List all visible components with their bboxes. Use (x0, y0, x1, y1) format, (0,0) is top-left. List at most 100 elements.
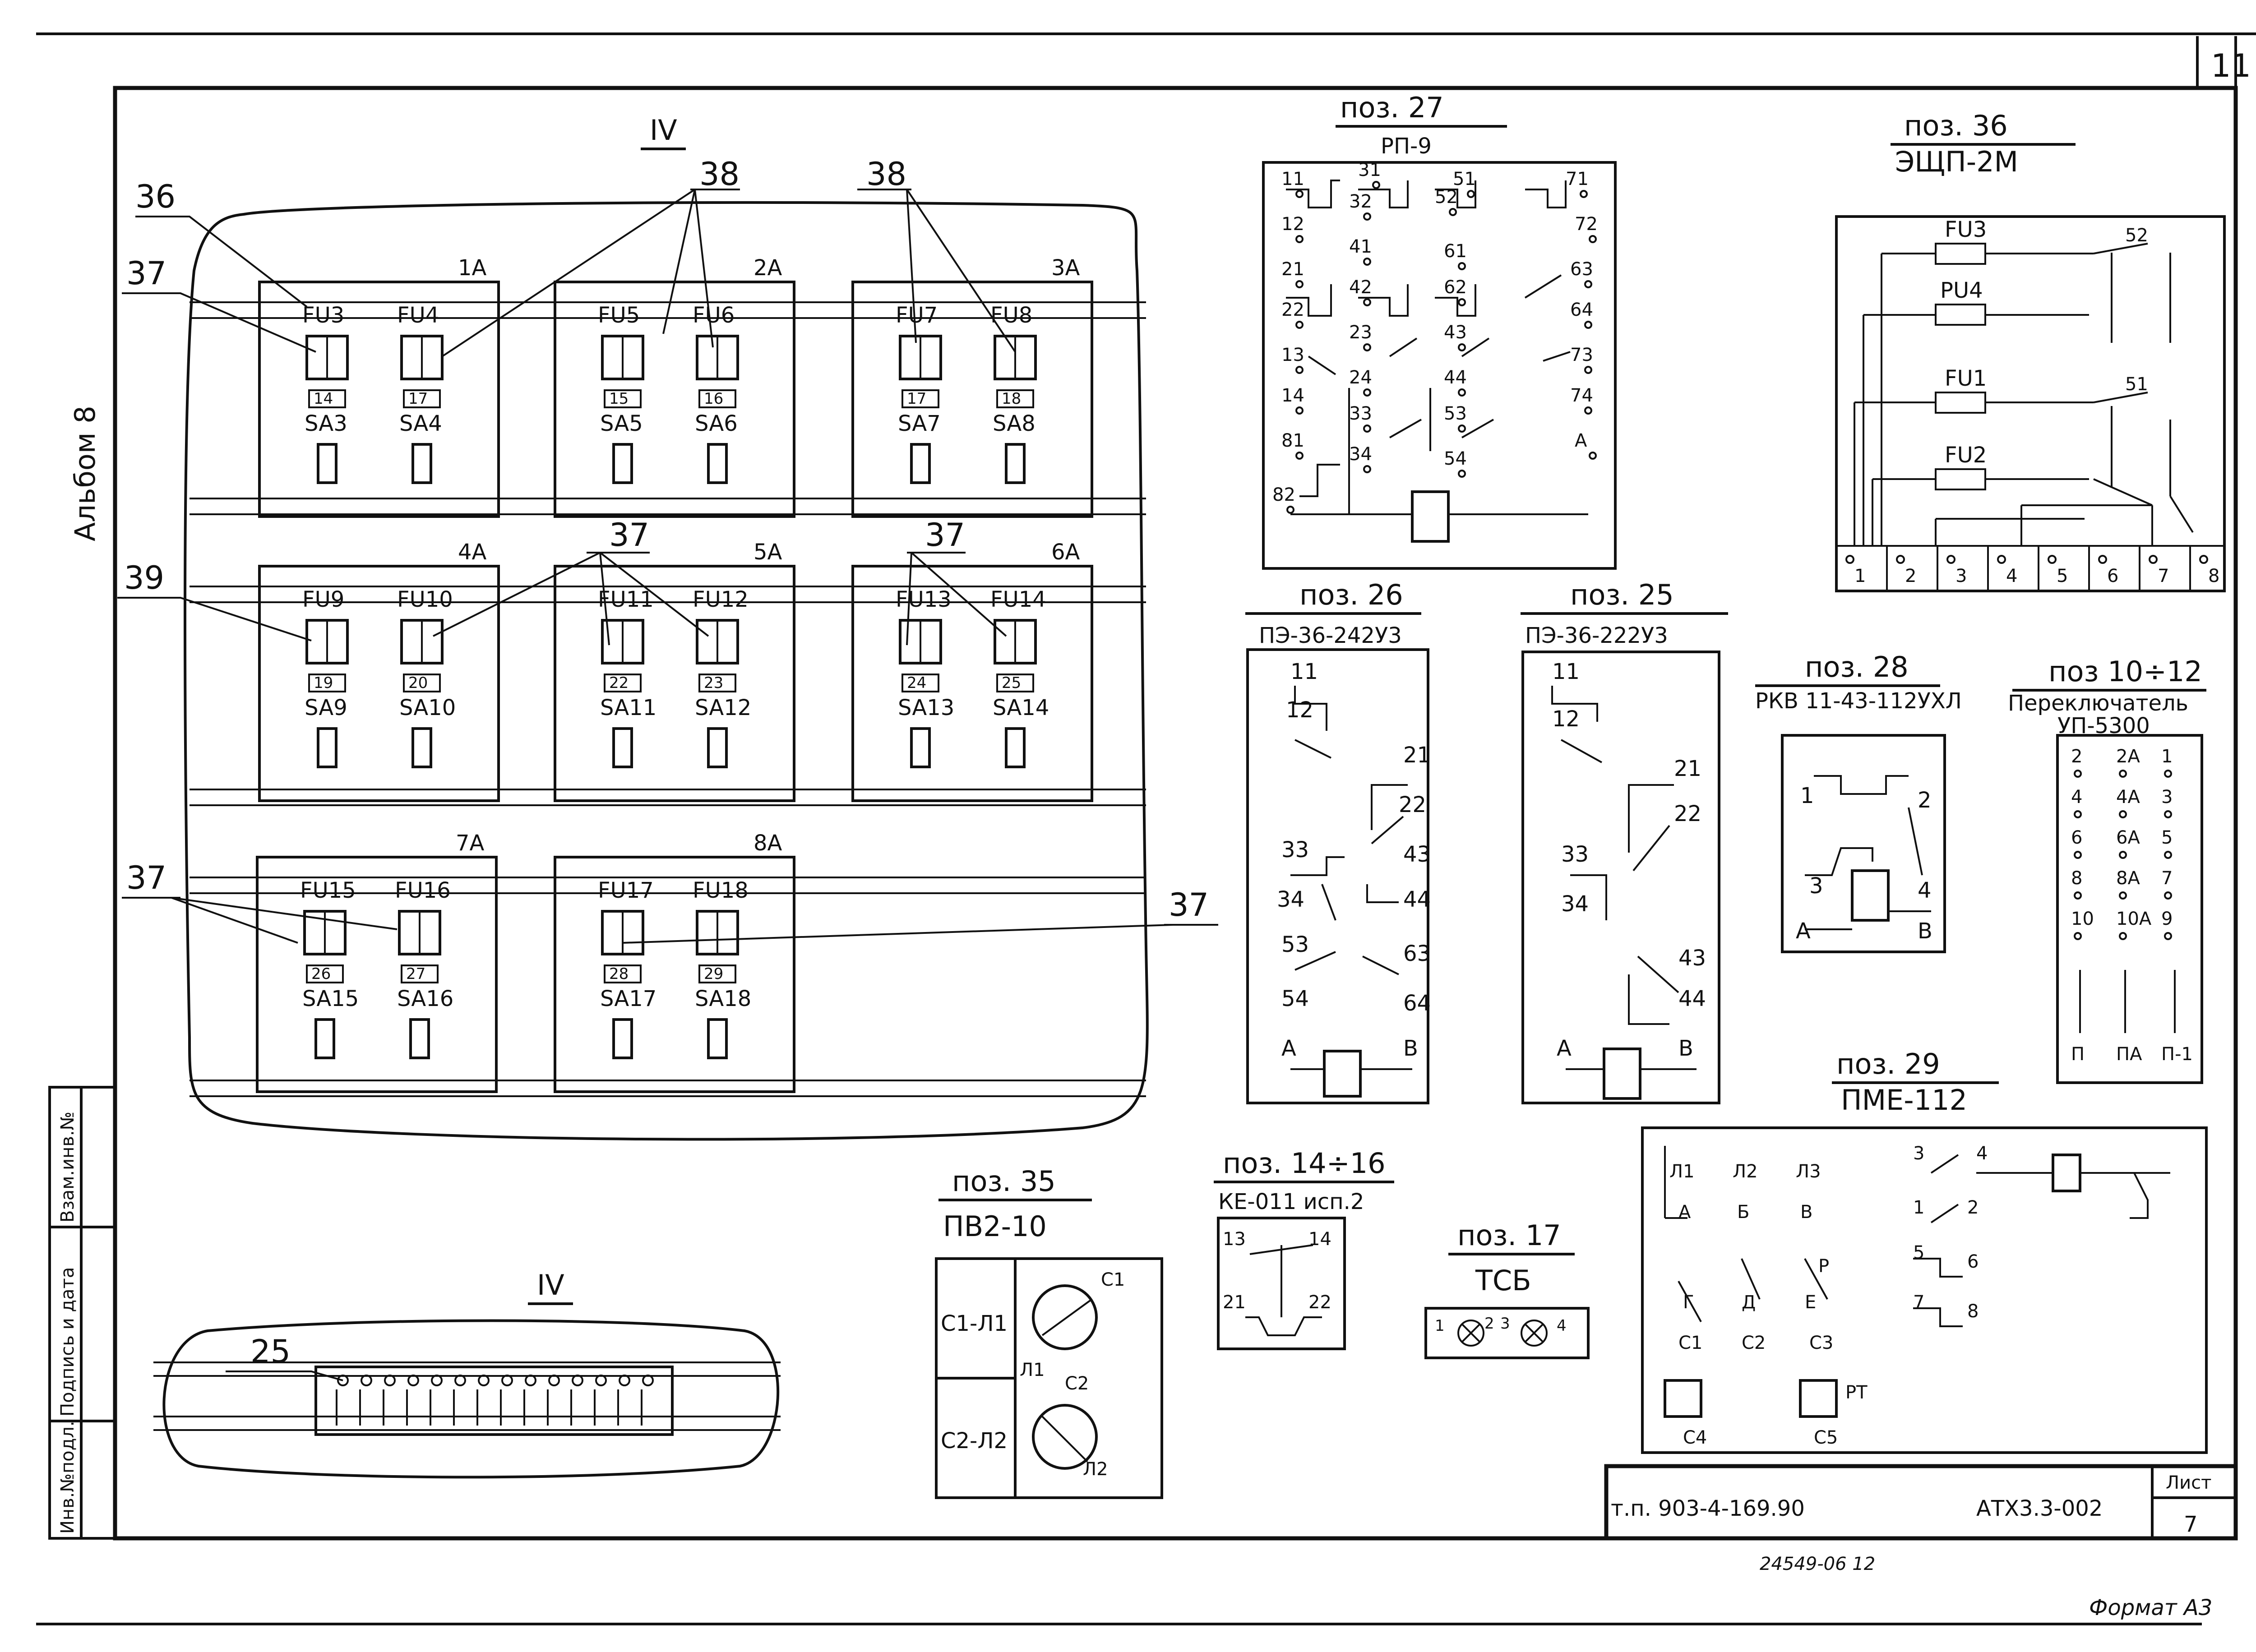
term-dot (1997, 555, 2006, 564)
term-dot (1295, 235, 1304, 243)
sheet-number: 7 (2184, 1512, 2198, 1537)
terminal-screw (595, 1375, 607, 1386)
number-plate (901, 674, 939, 692)
term-dot (1946, 555, 1956, 564)
terminal-screw (431, 1375, 443, 1386)
module-id: 5A (754, 540, 782, 565)
term-dot (1845, 555, 1854, 564)
switch-body (314, 1018, 335, 1059)
switch-body (910, 443, 931, 484)
pos14-16-type: КЕ-011 исп.2 (1218, 1189, 1364, 1214)
term-dot (2074, 891, 2082, 900)
switch-label: SA7 (898, 411, 941, 436)
switch-label: SA10 (399, 695, 456, 720)
pos27-type: РП-9 (1381, 134, 1432, 159)
pos35-term: Л1 (1020, 1360, 1045, 1380)
switch-label: SA11 (600, 695, 656, 720)
fuse-label: FU5 (598, 303, 640, 328)
pos14-16-term: 13 (1223, 1229, 1246, 1250)
pos10-12-contact: 4 (2071, 787, 2082, 808)
pos27-term: 74 (1570, 385, 1593, 406)
term-dot (2119, 891, 2127, 900)
pos29-term: 6 (1967, 1251, 1979, 1272)
term-dot (1295, 321, 1304, 329)
term-dot (2119, 770, 2127, 778)
callout-37: 37 (126, 255, 166, 292)
fuse-number: 19 (314, 674, 333, 692)
callout-39: 39 (124, 559, 164, 596)
switch-label: SA14 (993, 695, 1049, 720)
fuse-label: FU9 (302, 587, 344, 612)
term-dot (2164, 932, 2172, 940)
pos26-term: 54 (1281, 986, 1309, 1011)
term-dot (1458, 262, 1466, 270)
pos27-term: A (1575, 430, 1587, 451)
switch-body (317, 443, 337, 484)
module-group: 1AFU314SA3FU417SA42AFU515SA5FU616SA63AFU… (256, 255, 1093, 1093)
pos10-12-contact: П (2071, 1044, 2085, 1065)
terminal-screw (525, 1375, 536, 1386)
pos36-type: ЭЩП-2М (1895, 145, 2018, 178)
fuse-number: 29 (704, 965, 723, 983)
switch-label: SA17 (600, 986, 656, 1011)
pos17-title: поз. 17 (1457, 1219, 1561, 1252)
pos29-term: 4 (1976, 1143, 1988, 1164)
term-dot (1458, 298, 1466, 306)
fuse-number: 17 (907, 390, 926, 408)
pos14-16-term: 22 (1308, 1292, 1331, 1313)
pos27-term: 52 (1435, 187, 1458, 208)
pos36-fuse: PU4 (1940, 278, 1983, 303)
pos26-term: 21 (1403, 743, 1431, 768)
number-plate (996, 389, 1034, 408)
pos26-term: 43 (1403, 842, 1431, 867)
switch-body (317, 727, 337, 768)
switch-label: SA4 (399, 411, 442, 436)
pos27-term: 43 (1444, 322, 1467, 343)
pos29-term: Д (1742, 1292, 1756, 1313)
number-plate (698, 674, 736, 692)
pos17-tsb: поз. 17 ТСБ (1424, 1219, 1590, 1359)
fuse-number: 24 (907, 674, 926, 692)
number-plate (401, 964, 439, 983)
doc-code: АТХ3.3-002 (1976, 1496, 2103, 1521)
stamp-inv-podl: Инв.№подл. (57, 1421, 78, 1534)
pos26-term: 22 (1399, 792, 1426, 817)
module-frame (554, 856, 795, 1093)
pos27-term: 54 (1444, 448, 1467, 469)
fuse-label: FU3 (302, 303, 344, 328)
pos26-term: 11 (1290, 659, 1318, 684)
fuse-label: FU13 (896, 587, 952, 612)
pos29-term: C5 (1814, 1427, 1838, 1448)
callouts: 36 37 38 38 39 37 37 37 37 (117, 156, 1218, 944)
number-plate (308, 389, 346, 408)
pos25-term: 44 (1678, 986, 1706, 1011)
fuse-number: 18 (1002, 390, 1021, 408)
pos28-type: РКВ 11-43-112УХЛ (1755, 688, 1962, 714)
pos26-term: A (1281, 1036, 1296, 1061)
module-frame (258, 565, 500, 802)
term-dot (1458, 425, 1466, 433)
pos29-term: 7 (1913, 1292, 1924, 1313)
number-plate (604, 674, 642, 692)
pos36-fuse: FU3 (1945, 217, 1987, 242)
pos28-relay: поз. 28 РКВ 11-43-112УХЛ (1755, 651, 1962, 953)
fuse-number: 16 (704, 390, 723, 408)
module-frame (851, 281, 1093, 518)
module-frame (256, 856, 498, 1093)
pos36-term: 1 (1854, 566, 1866, 586)
pos36-term: 3 (1956, 566, 1967, 586)
pos29-term: 8 (1967, 1301, 1979, 1322)
pos14-16-title: поз. 14÷16 (1223, 1147, 1386, 1180)
fuse-number: 23 (704, 674, 723, 692)
switch-label: SA12 (695, 695, 751, 720)
